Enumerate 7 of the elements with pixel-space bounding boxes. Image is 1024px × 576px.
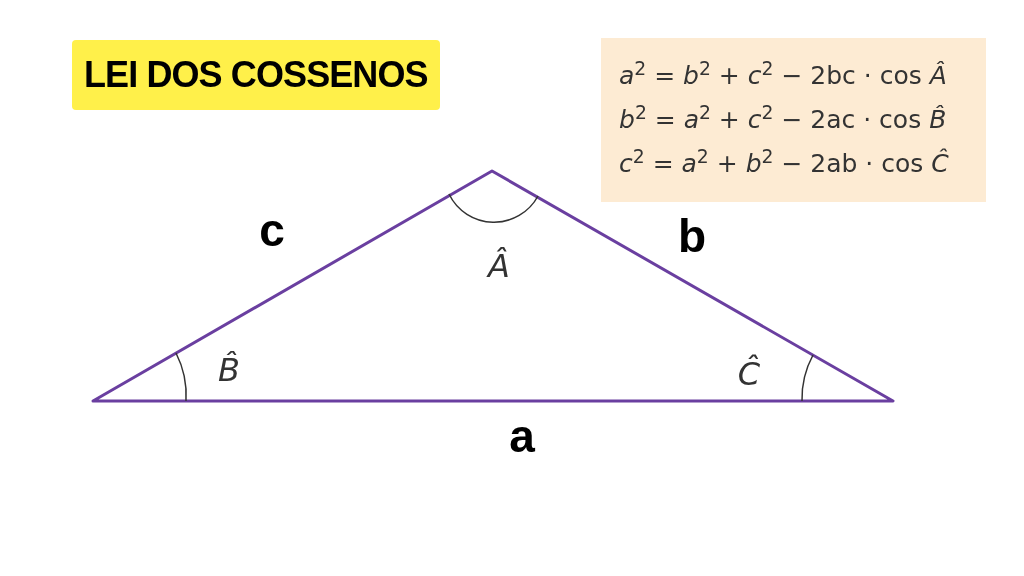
formula: b$^{2}$ = a$^{2}$ + c$^{2}$ − 2ac · cos B̂	[619, 105, 948, 135]
side-label: a	[509, 413, 535, 459]
formula: a$^{2}$ = b$^{2}$ + c$^{2}$ − 2bc · cos Â	[619, 61, 948, 91]
formula: c$^{2}$ = a$^{2}$ + b$^{2}$ − 2ab · cos Ĉ	[619, 149, 950, 179]
side-label: c	[259, 207, 285, 253]
side-label: b	[677, 213, 707, 259]
title: LEI DOS COSSENOS	[72, 40, 440, 110]
